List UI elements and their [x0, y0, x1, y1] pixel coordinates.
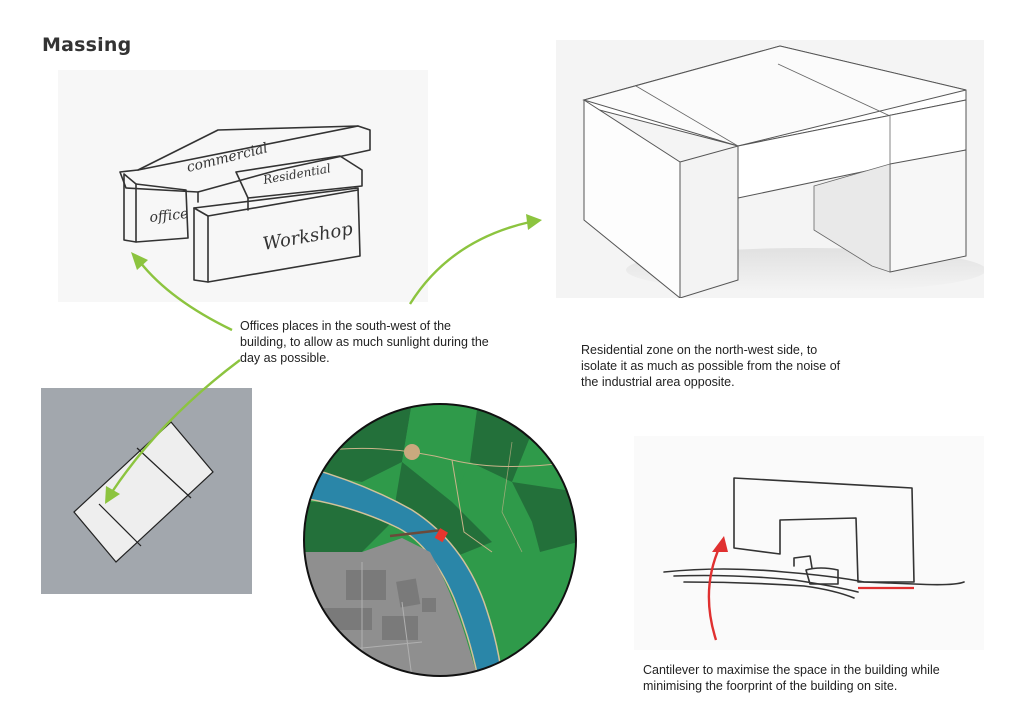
page-title: Massing — [42, 34, 132, 56]
massing-3d-render — [556, 40, 984, 298]
sketch-label-commercial: commercial — [185, 140, 269, 176]
sketch-label-workshop: Workshop — [261, 218, 355, 255]
massing-hand-sketch: office commercial Residential Workshop — [58, 70, 428, 302]
site-plan-top-view — [41, 388, 252, 594]
map-site-marker — [434, 528, 448, 543]
caption-cantilever: Cantilever to maximise the space in the … — [643, 663, 940, 693]
site-context-map — [302, 402, 578, 678]
arrow-head-icon — [526, 214, 542, 230]
cantilever-section-sketch — [634, 436, 984, 650]
caption-offices: Offices places in the south-west of the … — [240, 319, 489, 365]
caption-residential: Residential zone on the north-west side,… — [581, 343, 841, 389]
map-location-dot — [404, 444, 420, 460]
sketch-label-office: office — [149, 206, 189, 226]
